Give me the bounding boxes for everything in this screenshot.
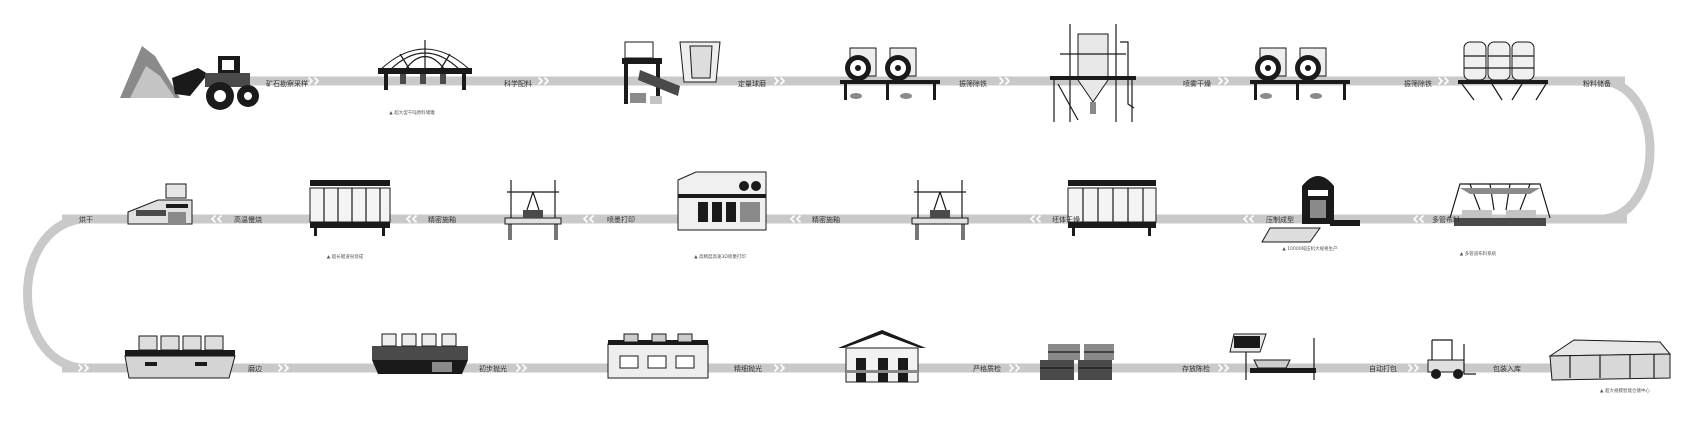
edge-grinder-icon [124,335,236,379]
flow-band [23,76,1655,373]
flow-chevron-8 [1217,76,1224,86]
flow-chevron-24 [216,214,223,224]
flow-chevron-12 [1418,214,1425,224]
glazing-line-icon [504,180,562,240]
roller-kiln-icon [309,180,391,236]
flow-chevron-19 [789,214,796,224]
flow-chevron-13 [1412,214,1419,224]
ball-mill-icon [622,41,721,104]
inkjet-printer-icon [677,171,767,231]
flow-chevron-9 [1223,76,1230,86]
step-label-s8: 多管布料 [1432,215,1460,224]
kiln-dryer-icon [1067,180,1157,236]
step-label-s21: 自动打包 [1369,364,1397,373]
step-label-s11: 精密施釉 [812,215,840,224]
step-label-s9: 压制成型 [1266,215,1294,224]
flow-chevron-18 [795,214,802,224]
flow-chevron-35 [1014,363,1021,373]
step-caption-s23: ▲ 超大规模智能仓储中心 [1600,387,1650,394]
flow-chevron-2 [537,76,544,86]
step-caption-s8: ▲ 多管道布料系统 [1460,250,1497,257]
flow-chevron-5 [779,76,786,86]
flow-chevron-36 [1217,363,1224,373]
step-label-s6: 振筛除铁 [1404,79,1432,88]
glazing-line-icon [911,180,969,240]
quality-inspection-icon [838,330,926,383]
step-label-s22: 包装入库 [1493,364,1521,373]
step-label-s14: 高温慢烧 [234,215,262,224]
flow-chevron-25 [210,214,217,224]
flow-chevron-34 [1008,363,1015,373]
flow-chevron-22 [411,214,418,224]
flow-chevron-0 [307,76,314,86]
flow-chevron-23 [405,214,412,224]
forklift-icon [1427,339,1476,379]
step-label-s4: 振筛除铁 [959,79,987,88]
flow-chevron-4 [773,76,780,86]
step-caption-s9: ▲ 10000吨压机大规格生产 [1282,245,1338,252]
flow-chevron-6 [998,76,1005,86]
sieve-iron-removal-icon [840,47,940,100]
step-label-s13: 精密施釉 [428,215,456,224]
flow-chevron-20 [588,214,595,224]
step-label-s18: 精细抛光 [734,364,762,373]
polisher-icon [372,333,468,374]
multi-tube-distributor-icon [1449,183,1551,226]
flow-chevron-37 [1223,363,1230,373]
flow-chevron-26 [77,363,84,373]
flow-chevron-14 [1248,214,1255,224]
flow-chevron-38 [1407,363,1414,373]
sieve-iron-removal-icon [1250,47,1350,100]
step-label-s15: 烘干 [79,215,93,224]
flow-chevron-32 [773,363,780,373]
flow-chevron-15 [1242,214,1249,224]
flow-chevron-1 [313,76,320,86]
warehouse-icon [1548,339,1672,381]
step-label-s2: 科学配料 [504,79,532,88]
step-caption-s12: ▲ 高精度高速3D喷墨打印 [694,253,746,260]
flow-chevron-3 [543,76,550,86]
stacked-tiles-icon [1040,344,1114,380]
flow-chevron-28 [277,363,284,373]
step-label-s17: 初步抛光 [479,364,507,373]
press-machine-icon [1261,176,1360,243]
spray-dryer-tower-icon [1050,24,1136,122]
flow-chevrons [77,76,1450,373]
step-label-s20: 存放陈检 [1182,364,1210,373]
flow-chevron-7 [1004,76,1011,86]
step-label-s12: 喷墨打印 [607,215,635,224]
step-caption-s2: ▲ 超大型千吨原料储罐 [389,109,435,116]
flow-chevron-10 [1437,76,1444,86]
step-label-s5: 喷雾干燥 [1183,79,1211,88]
step-label-s16: 磨边 [248,364,262,373]
auto-packing-icon [1229,333,1316,380]
flow-chevron-33 [779,363,786,373]
step-label-s3: 定量球磨 [738,79,766,88]
flow-chevron-39 [1413,363,1420,373]
step-label-s7: 粉料储备 [1583,79,1611,88]
flow-chevron-16 [1035,214,1042,224]
flow-chevron-17 [1029,214,1036,224]
step-caption-s14: ▲ 超长辊道窑烧成 [327,253,364,260]
mining-loader-icon [120,46,259,110]
flow-chevron-27 [83,363,90,373]
flow-chevron-31 [521,363,528,373]
flow-chevron-29 [283,363,290,373]
step-label-s19: 严格质检 [973,364,1001,373]
powder-silos-icon [1458,41,1548,101]
step-label-s1: 矿石勘察采样 [266,79,308,88]
batching-dome-icon [378,40,472,90]
step-captions: ▲ 超大型千吨原料储罐 ▲ 多管道布料系统 ▲ 10000吨压机大规格生产 ▲ 高精度… [327,109,1651,394]
step-label-s10: 坯体干燥 [1052,215,1080,224]
flow-chevron-11 [1443,76,1450,86]
fine-polisher-icon [607,333,709,379]
flow-chevron-30 [515,363,522,373]
drying-machine-icon [127,183,193,225]
flow-chevron-21 [582,214,589,224]
